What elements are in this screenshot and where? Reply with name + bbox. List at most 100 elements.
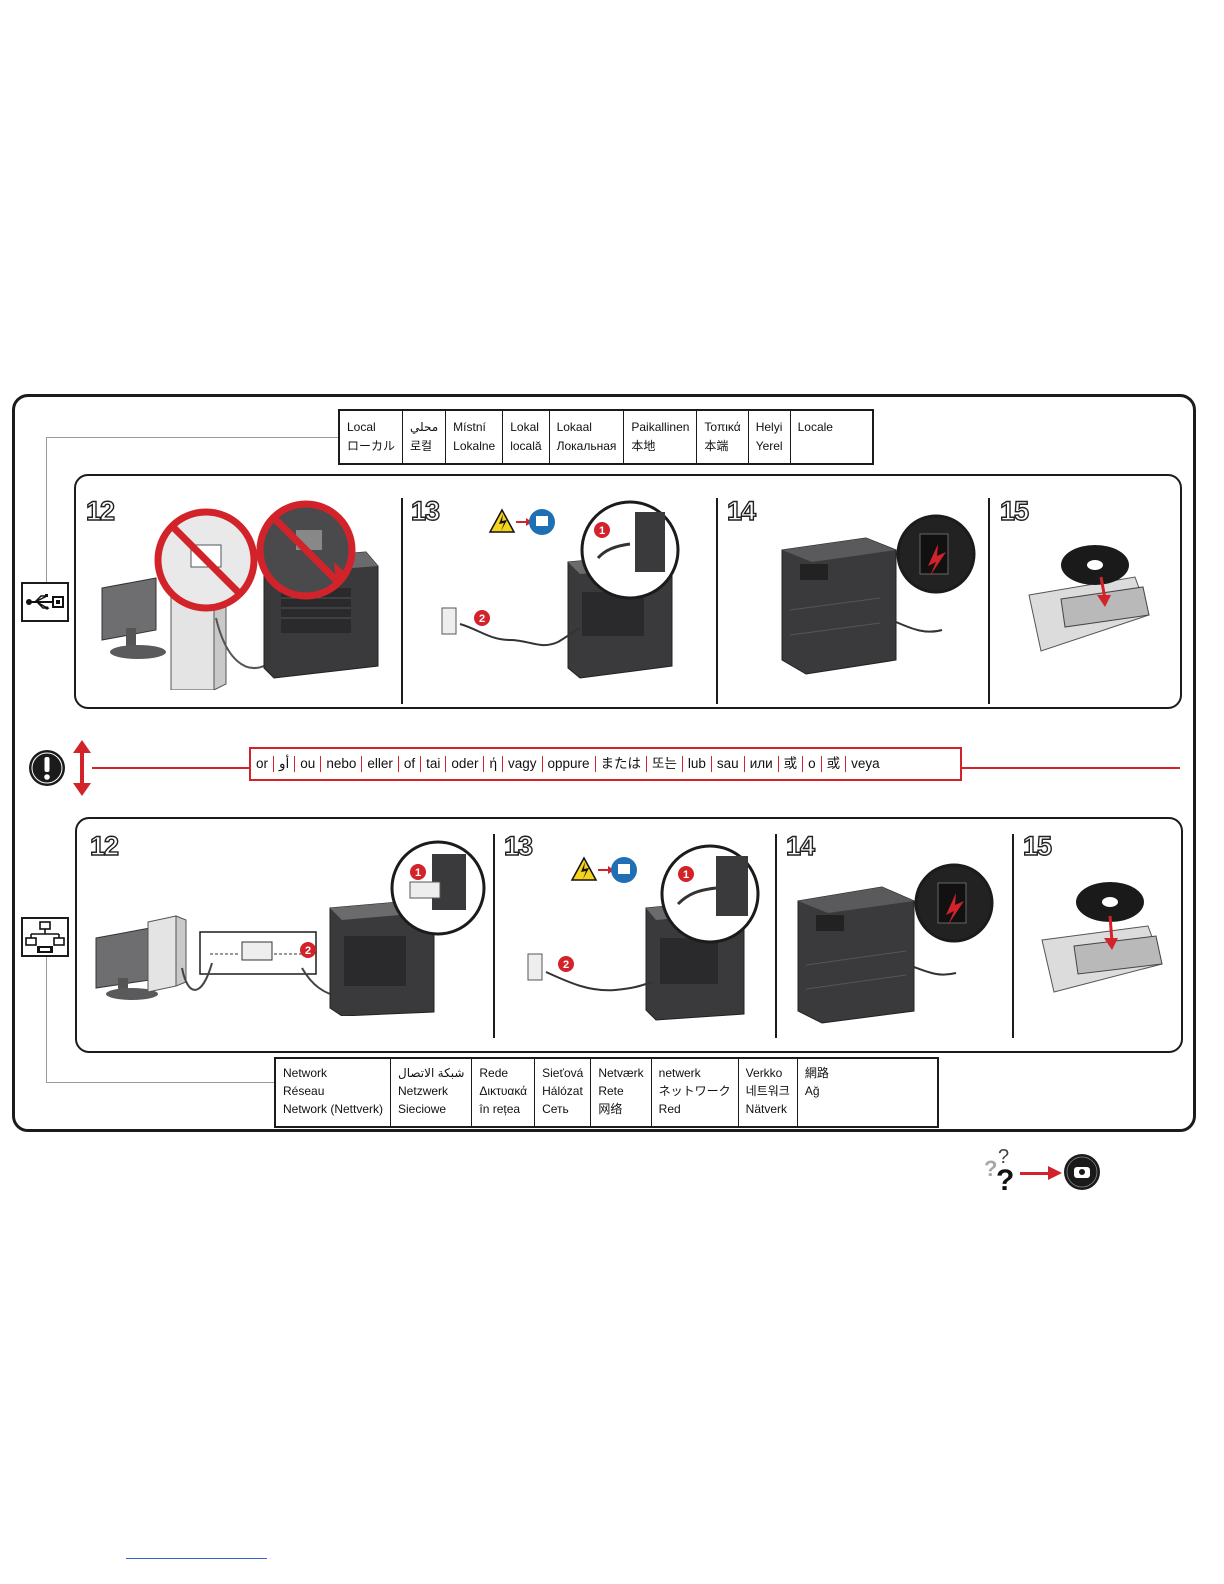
network-label: Réseau	[283, 1084, 325, 1098]
footer-rule	[126, 1558, 267, 1559]
step-number: 13	[503, 830, 533, 861]
or-word: أو	[274, 756, 296, 772]
svg-text:2: 2	[563, 959, 569, 971]
network-label: ネットワーク	[658, 1084, 731, 1098]
network-label: Ağ	[804, 1084, 820, 1098]
or-word: または	[596, 756, 648, 772]
local-label: Локальная	[556, 439, 617, 453]
network-label	[805, 1100, 829, 1118]
local-label: Lokaal	[556, 420, 592, 434]
install-cd-illustration	[1041, 882, 1163, 993]
network-label: Δικτυακά	[479, 1084, 528, 1098]
local-connector-line-vertical	[46, 437, 47, 583]
ethernet-cable-connection-illustration: 2 1	[95, 840, 486, 1016]
step-number: 12	[85, 495, 115, 526]
network-label: în rețea	[479, 1102, 521, 1116]
network-label: Sieťová	[542, 1066, 584, 1080]
svg-text:1: 1	[415, 867, 421, 879]
usb-mode-box	[21, 582, 69, 622]
or-word: ou	[295, 756, 322, 772]
network-label: Verkko	[745, 1066, 783, 1080]
step-divider	[988, 498, 990, 704]
step-divider	[493, 834, 495, 1038]
network-label: Nätverk	[745, 1102, 788, 1116]
local-label: Helyi	[755, 420, 783, 434]
network-label: شبكة الاتصال	[398, 1066, 465, 1080]
network-label: Netzwerk	[398, 1084, 449, 1098]
step-number: 13	[410, 495, 440, 526]
network-label: Network (Nettverk)	[283, 1102, 384, 1116]
or-word: tai	[421, 756, 447, 772]
local-label: Local	[347, 420, 376, 434]
network-label: 网络	[598, 1102, 623, 1116]
or-word: или	[745, 756, 779, 772]
or-word: oder	[446, 756, 485, 772]
step-divider	[401, 498, 403, 704]
svg-text:1: 1	[683, 869, 689, 881]
local-label-column: Τοπικά 本端	[697, 411, 749, 463]
local-connector-line	[46, 437, 338, 438]
or-word: eller	[362, 756, 399, 772]
or-word: sau	[712, 756, 745, 772]
step-divider	[716, 498, 718, 704]
power-switch-illustration	[781, 514, 976, 675]
power-cord-illustration: 2 1	[527, 844, 760, 1021]
svg-text:2: 2	[479, 613, 485, 625]
network-label-column: netwerk ネットワーク Red	[652, 1059, 739, 1126]
network-label: Netværk	[598, 1066, 644, 1080]
power-cord-illustration: 2 1	[441, 500, 680, 679]
network-label: netwerk	[658, 1066, 701, 1080]
local-label: Paikallinen	[631, 420, 690, 434]
or-word: of	[399, 756, 422, 772]
network-mode-box	[21, 917, 69, 957]
step-number: 12	[89, 830, 119, 861]
usb-icon	[26, 594, 64, 610]
local-label: Yerel	[755, 439, 783, 453]
local-label: locală	[510, 439, 542, 453]
network-label-column: Verkko 네트워크 Nätverk	[739, 1059, 798, 1126]
help-arrow-line	[1020, 1172, 1050, 1175]
local-label: Τοπικά	[704, 420, 741, 434]
help-question-icon: ?	[998, 1146, 1010, 1168]
or-word: oppure	[543, 756, 596, 772]
network-label: 네트워크	[745, 1084, 790, 1098]
network-label: Сеть	[542, 1102, 569, 1116]
local-label: 로컬	[410, 439, 433, 453]
step-number: 14	[785, 830, 815, 861]
install-cd-illustration	[1028, 545, 1150, 652]
local-label: 本端	[704, 439, 729, 453]
step-number: 14	[726, 495, 756, 526]
network-label: Red	[658, 1102, 681, 1116]
local-label: Lokalne	[453, 439, 496, 453]
svg-text:2: 2	[305, 945, 311, 957]
network-label: Sieciowe	[398, 1102, 447, 1116]
network-label: Rede	[479, 1066, 509, 1080]
local-label: Locale	[797, 420, 833, 434]
or-word: nebo	[321, 756, 363, 772]
help-question-icon: ?	[996, 1164, 1015, 1197]
or-word: veya	[851, 756, 880, 771]
exclamation-icon	[29, 750, 65, 786]
or-word: 或	[779, 756, 804, 772]
or-red-line-left	[92, 767, 250, 769]
step-number: 15	[999, 495, 1029, 526]
instruction-frame	[12, 394, 1196, 1132]
network-connector-line	[46, 1082, 274, 1083]
help-question-icon: ?	[984, 1156, 998, 1181]
step-divider	[1012, 834, 1014, 1038]
local-label: ローカル	[347, 439, 396, 453]
local-label-column: Local ローカル	[340, 411, 404, 463]
network-label: Rete	[598, 1084, 624, 1098]
network-label: Network	[283, 1066, 328, 1080]
